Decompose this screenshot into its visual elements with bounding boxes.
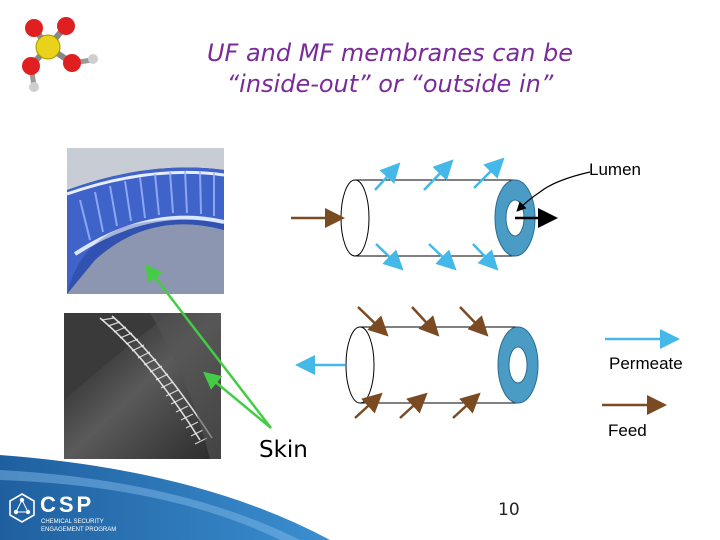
- page-number: 10: [498, 500, 520, 520]
- slide-title: UF and MF membranes can be “inside-out” …: [150, 38, 630, 100]
- permeate-label: Permeate: [609, 354, 683, 373]
- csp-logo-icon: CSP CHEMICAL SECURITY ENGAGEMENT PROGRAM: [9, 492, 116, 533]
- skin-pointer-lines: [144, 264, 272, 429]
- skin-label: Skin: [259, 437, 308, 463]
- lumen-hole-bottom: [508, 346, 528, 384]
- csp-logo-line1: CHEMICAL SECURITY: [41, 519, 104, 525]
- bottom-arrows: [295, 306, 489, 419]
- feed-label: Feed: [608, 421, 647, 440]
- cylinder-outside-in: [345, 326, 539, 404]
- footer-band: [0, 455, 330, 540]
- membrane-micrograph-top: [67, 148, 224, 294]
- csp-logo-line2: ENGAGEMENT PROGRAM: [41, 527, 116, 533]
- slide-title-line2: “inside-out” or “outside in”: [226, 70, 554, 98]
- cylinder-inside-out: [340, 179, 536, 257]
- lumen-pointer: [516, 171, 591, 212]
- lumen-label: Lumen: [589, 160, 641, 179]
- membrane-micrograph-bottom: [64, 313, 221, 459]
- molecule-icon: [22, 17, 98, 92]
- csp-logo-text: CSP: [40, 492, 94, 517]
- top-arrows: [291, 157, 591, 271]
- slide-title-line1: UF and MF membranes can be: [206, 39, 574, 67]
